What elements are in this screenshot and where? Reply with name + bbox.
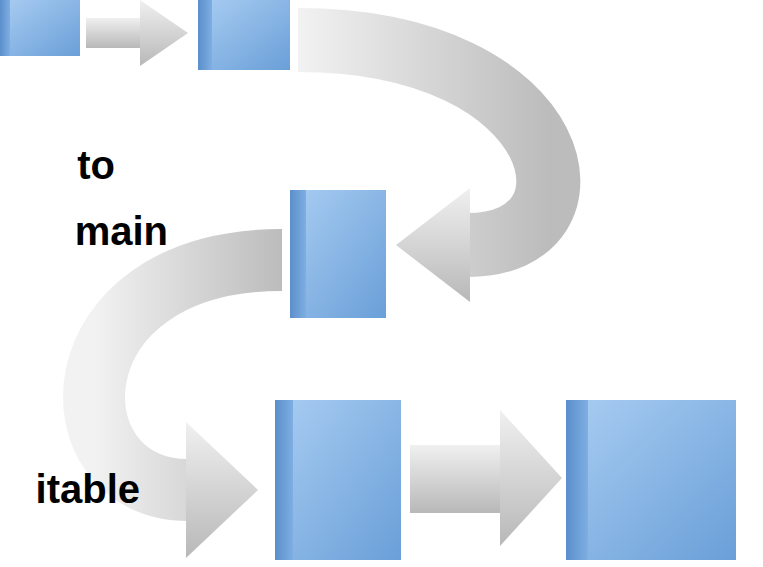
blue-block bbox=[290, 190, 386, 318]
straight-arrow bbox=[86, 0, 188, 66]
blue-block bbox=[566, 400, 736, 560]
straight-arrow bbox=[410, 410, 562, 546]
blue-block bbox=[0, 0, 80, 56]
fragment-text: itable bbox=[34, 466, 142, 512]
curved-arrow bbox=[94, 260, 282, 558]
fragment-text: main bbox=[73, 208, 170, 254]
fragment-text: to bbox=[75, 142, 117, 188]
blue-block bbox=[275, 400, 401, 560]
blue-block bbox=[198, 0, 290, 70]
